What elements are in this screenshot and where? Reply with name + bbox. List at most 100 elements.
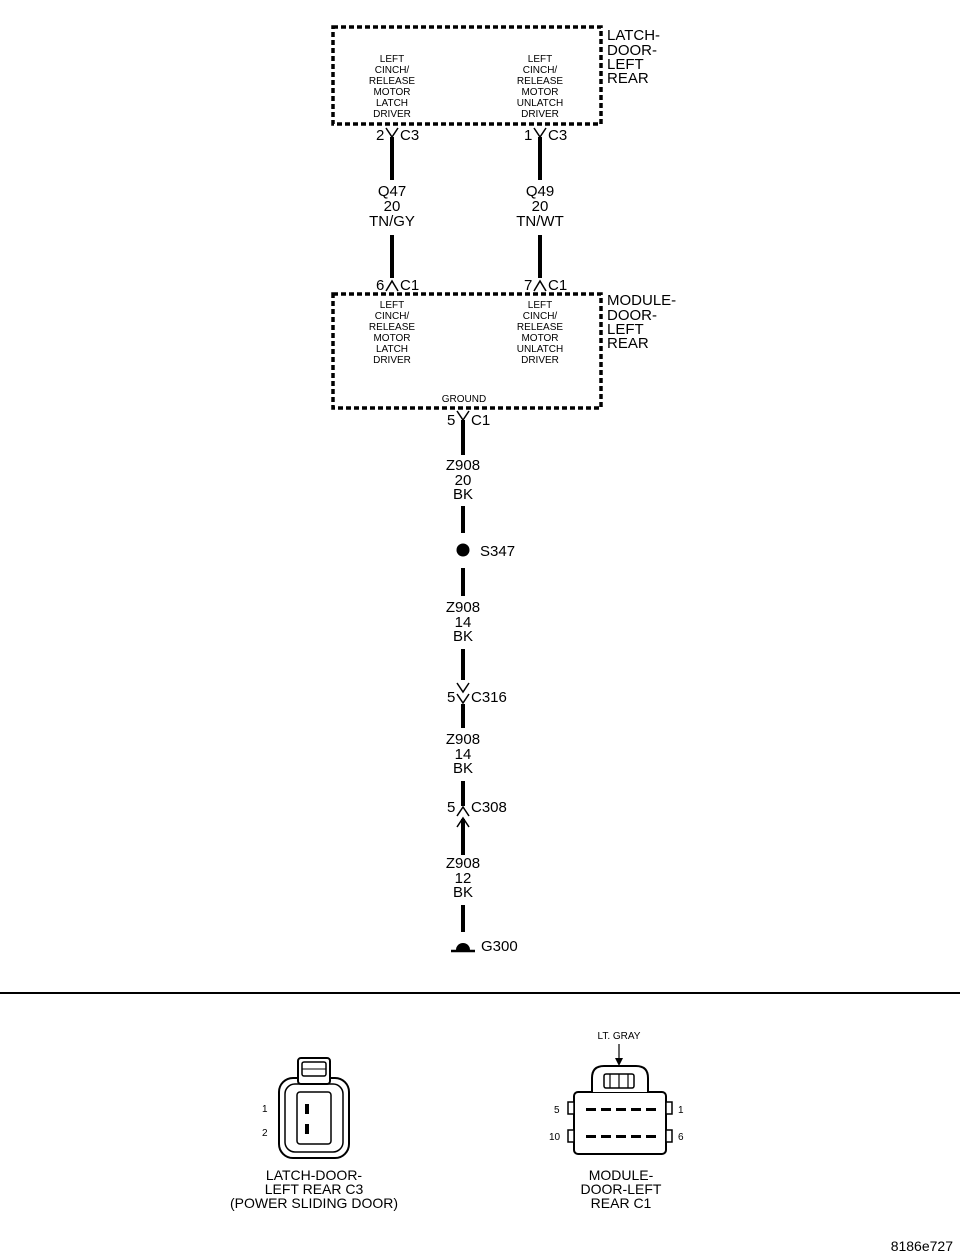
wire-label-line: 20: [455, 472, 472, 489]
wire-label-line: Z908: [446, 731, 480, 748]
pin-desc-line: LATCH: [376, 344, 408, 355]
c1-pin-1-label: 1: [678, 1105, 684, 1116]
wire-label-line: 12: [455, 870, 472, 887]
arrow-head-icon: [615, 1058, 623, 1066]
pin-cavity: [305, 1124, 309, 1134]
pin-desc-line: LEFT: [380, 300, 404, 311]
pin-desc-line: LATCH: [376, 98, 408, 109]
wire-label-line: Z908: [446, 599, 480, 616]
connector-symbol-icon: [385, 279, 399, 292]
pin-desc-line: DRIVER: [521, 109, 559, 120]
wire-label-line: Q47: [378, 183, 406, 200]
c308-pin: 5: [447, 799, 455, 816]
module-conn-right-name: C1: [548, 277, 567, 294]
side-key-icon: [665, 1101, 673, 1115]
wire-label-line: TN/WT: [516, 213, 563, 230]
pin-cavity-block: [296, 1091, 332, 1145]
caption-line: MODULE-: [589, 1167, 654, 1183]
pin-desc-line: CINCH/: [523, 311, 558, 322]
wire-z908-20-label: Z908 20 BK: [446, 457, 480, 503]
latch-component-name: LATCH- DOOR- LEFT REAR: [607, 27, 660, 87]
latch-name-line: DOOR-: [607, 42, 657, 59]
pin-desc-line: DRIVER: [373, 355, 411, 366]
pin-desc-line: MOTOR: [521, 87, 558, 98]
module-conn-left-pin: 6: [376, 277, 384, 294]
wire-label-line: Q49: [526, 183, 554, 200]
pin-cavity: [646, 1135, 656, 1138]
side-key-icon: [665, 1129, 673, 1143]
wire-label-line: Z908: [446, 855, 480, 872]
module-door-left-rear-box: [331, 292, 603, 410]
connector-symbol-icon: [456, 816, 470, 828]
c308-name: C308: [471, 799, 507, 816]
pin-cavity: [305, 1104, 309, 1114]
pin-desc-line: DRIVER: [373, 109, 411, 120]
pin-desc-line: CINCH/: [523, 65, 558, 76]
pin-desc-line: LEFT: [528, 54, 552, 65]
pin-cavity: [601, 1135, 611, 1138]
c3-pin-2-label: 2: [262, 1128, 268, 1139]
latch-c3-caption: LATCH-DOOR- LEFT REAR C3 (POWER SLIDING …: [230, 1167, 398, 1211]
ground-symbol-icon: [456, 943, 470, 950]
pin-cavity-row-bottom: [586, 1135, 656, 1138]
side-key-icon: [567, 1101, 575, 1115]
pin-desc-line: UNLATCH: [517, 344, 563, 355]
pin-desc-line: RELEASE: [517, 76, 563, 87]
latch-name-line: LATCH-: [607, 27, 660, 44]
wire-label-line: 20: [532, 198, 549, 215]
module-conn-left-name: C1: [400, 277, 419, 294]
pin-cavity: [586, 1108, 596, 1111]
wire-label-line: TN/GY: [369, 213, 415, 230]
pin-cavity: [631, 1135, 641, 1138]
module-name-line: REAR: [607, 335, 649, 352]
pin-cavity: [616, 1108, 626, 1111]
wire-label-line: BK: [453, 486, 473, 503]
wire-label-line: Z908: [446, 457, 480, 474]
splice-dot-icon: [456, 543, 470, 557]
latch-c3-connector-view: 1 2: [262, 1057, 350, 1159]
connector-symbol-icon: [456, 693, 470, 705]
pin-desc-line: LEFT: [528, 300, 552, 311]
connector-symbol-icon: [533, 279, 547, 292]
wire-label-line: BK: [453, 884, 473, 901]
side-key-icon: [567, 1129, 575, 1143]
wire-q47-label: Q47 20 TN/GY: [369, 183, 415, 230]
wire-z908-12-label: Z908 12 BK: [446, 855, 480, 901]
pin-desc-line: MOTOR: [373, 87, 410, 98]
pin-cavity: [616, 1135, 626, 1138]
wire-z908-14-b-label: Z908 14 BK: [446, 731, 480, 777]
connector-symbol-icon: [456, 682, 470, 694]
connector-symbol-icon: [533, 127, 547, 139]
latch-door-left-rear-box: [331, 25, 603, 126]
module-c1-caption: MODULE- DOOR-LEFT REAR C1: [581, 1167, 662, 1211]
latch-conn-right-pin: 1: [524, 127, 532, 144]
wire-label-line: BK: [453, 760, 473, 777]
latch-conn-left-pin: 2: [376, 127, 384, 144]
caption-line: LEFT REAR C3: [265, 1181, 364, 1197]
module-name-line: DOOR-: [607, 307, 657, 324]
c316-name: C316: [471, 689, 507, 706]
connector-color-note: LT. GRAY: [598, 1031, 641, 1042]
pin-cavity: [646, 1108, 656, 1111]
pin-cavity-row-top: [586, 1108, 656, 1111]
module-conn-right-pin: 7: [524, 277, 532, 294]
pin-cavity: [601, 1108, 611, 1111]
module-ground-conn-pin: 5: [447, 412, 455, 429]
module-name-line: LEFT: [607, 321, 644, 338]
c3-pin-1-label: 1: [262, 1104, 268, 1115]
splice-label: S347: [480, 543, 515, 560]
pin-desc-line: MOTOR: [521, 333, 558, 344]
caption-line: DOOR-LEFT: [581, 1181, 662, 1197]
pin-desc-line: RELEASE: [369, 322, 415, 333]
pin-cavity: [631, 1108, 641, 1111]
pin-desc-line: CINCH/: [375, 311, 410, 322]
c1-pin-6-label: 6: [678, 1132, 684, 1143]
wire-z908-14-a-label: Z908 14 BK: [446, 599, 480, 645]
pin-desc-line: UNLATCH: [517, 98, 563, 109]
caption-line: (POWER SLIDING DOOR): [230, 1195, 398, 1211]
module-ground-label: GROUND: [442, 394, 486, 405]
module-pin-left-desc: LEFT CINCH/ RELEASE MOTOR LATCH DRIVER: [369, 300, 415, 366]
module-ground-conn-name: C1: [471, 412, 490, 429]
connector-body: [573, 1091, 667, 1155]
